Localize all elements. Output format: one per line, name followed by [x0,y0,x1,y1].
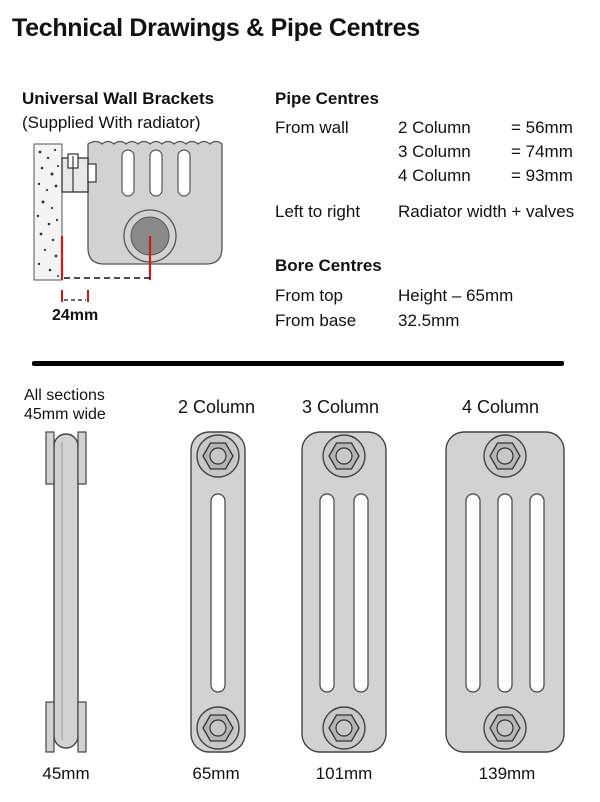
bore-centres-heading: Bore Centres [275,256,382,275]
from-top-value: Height – 65mm [398,286,514,305]
bottom-nut-icon [322,706,366,750]
column-3-width: 101mm [315,764,373,783]
page-title: Technical Drawings & Pipe Centres [12,14,420,42]
top-nut-icon [196,434,240,478]
sections-note-line2: 45mm wide [24,406,106,423]
pipe-row-2-label: 2 Column [398,118,471,137]
brackets-heading: Universal Wall Brackets [22,89,215,108]
bracket-dimension-label: 24mm [52,307,99,324]
brackets-subheading: (Supplied With radiator) [22,113,201,132]
pipe-row-3-value: = 74mm [511,142,573,161]
from-base-value: 32.5mm [398,311,460,330]
left-to-right-value: Radiator width + valves [398,202,575,221]
pipe-centres-heading: Pipe Centres [275,89,379,108]
column-3-drawing [301,431,387,753]
bottom-nut-icon [483,706,527,750]
side-width-label: 45mm [42,764,90,783]
column-4-label: 4 Column [462,397,540,417]
column-2-label: 2 Column [178,397,256,417]
column-4-width: 139mm [478,764,536,783]
sections-note: All sections 45mm wide [24,386,106,424]
from-top-label: From top [275,286,344,305]
column-2-drawing [190,431,246,753]
sections-note-line1: All sections [24,387,105,404]
top-nut-icon [322,434,366,478]
column-2-width: 65mm [192,764,240,783]
from-wall-label: From wall [275,118,349,137]
pipe-row-4-label: 4 Column [398,166,471,185]
bottom-nut-icon [196,706,240,750]
pipe-row-4-value: = 93mm [511,166,573,185]
pipe-row-3-label: 3 Column [398,142,471,161]
section-divider [32,361,564,366]
wall [33,143,63,281]
top-nut-icon [483,434,527,478]
column-4-drawing [445,431,565,753]
pipe-row-2-value: = 56mm [511,118,573,137]
column-3-label: 3 Column [302,397,380,417]
wall-bracket-diagram [33,140,223,302]
left-to-right-label: Left to right [275,202,361,221]
side-section-drawing [45,431,87,753]
from-base-label: From base [275,311,357,330]
